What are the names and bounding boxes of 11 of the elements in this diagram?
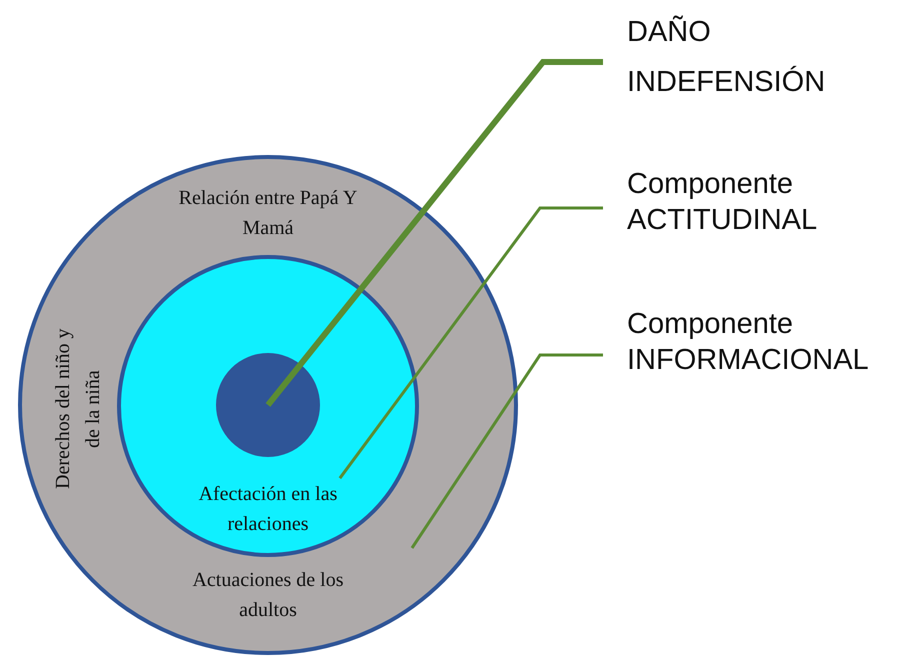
callout-label: Componente INFORMACIONAL: [627, 307, 870, 378]
circle-label: Derechos del niño y de la niña: [51, 328, 105, 492]
leader-line: [410, 354, 603, 549]
circle-label: Afectación en las relaciones: [198, 482, 338, 537]
callout-label: INDEFENSIÓN: [627, 64, 826, 100]
callout-label: DAÑO: [627, 14, 712, 50]
circle-label: Relación entre Papá Y Mamá: [178, 186, 358, 241]
leader-line: [338, 206, 603, 480]
circle-label: Actuaciones de los adultos: [191, 568, 345, 623]
callout-label: Componente ACTITUDINAL: [627, 167, 818, 238]
leader-line: [266, 59, 603, 407]
